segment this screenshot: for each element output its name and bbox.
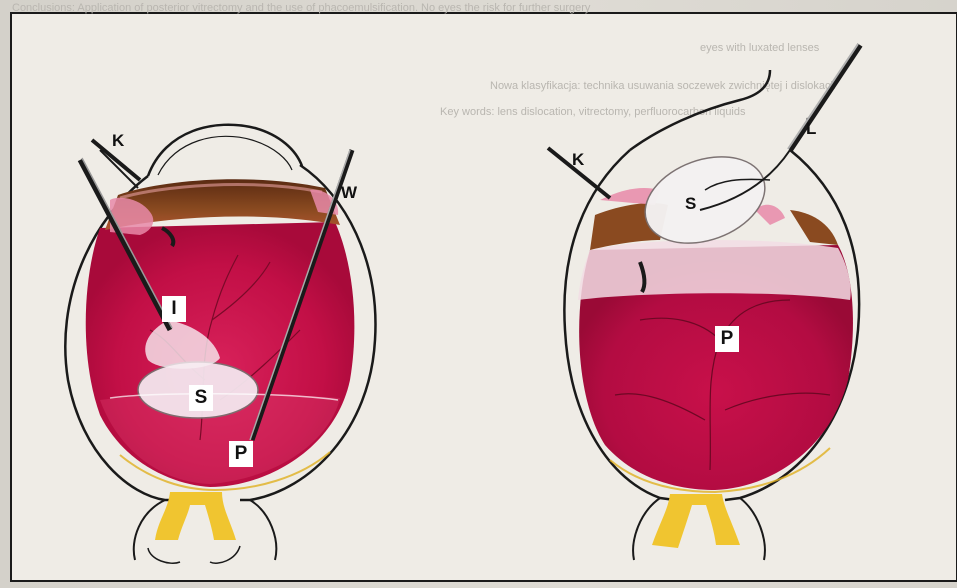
- left-eye-cornea: [148, 125, 302, 176]
- right-eye-label-k: K: [572, 150, 584, 170]
- left-eye-label-s: S: [189, 385, 213, 411]
- left-eye: [65, 125, 375, 564]
- left-eye-label-w: W: [341, 183, 357, 203]
- right-eye-optic-nerve: [652, 494, 740, 548]
- right-eye-label-s: S: [685, 194, 696, 214]
- left-eye-label-k: K: [112, 131, 124, 151]
- right-eye-label-l: L: [806, 119, 816, 139]
- left-eye-label-i: I: [162, 296, 186, 322]
- left-eye-label-p: P: [229, 441, 253, 467]
- right-eye-label-p: P: [715, 326, 739, 352]
